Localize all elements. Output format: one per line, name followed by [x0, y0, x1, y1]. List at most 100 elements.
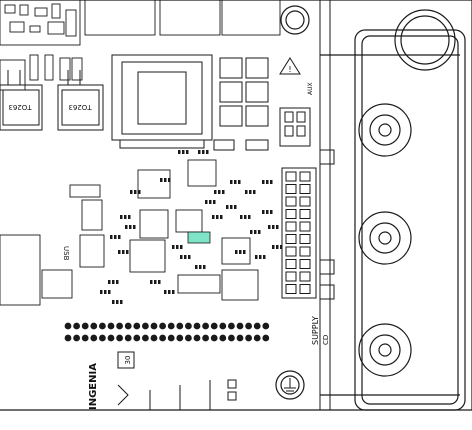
smd-pad [244, 215, 247, 219]
smd-pad [216, 215, 219, 219]
connector-pin [299, 271, 311, 282]
header-pin [99, 334, 106, 342]
connector-pin [299, 221, 311, 232]
header-pin [107, 322, 115, 330]
bottom-hole [275, 370, 305, 400]
capacitor-grid [213, 57, 269, 151]
smd-pad [234, 180, 237, 184]
supply-label: SUPPLY [311, 316, 320, 345]
smd-pad [272, 225, 275, 229]
smd-pad [253, 190, 256, 194]
header-pin [150, 334, 158, 342]
smd-pad [116, 280, 119, 284]
smd-pad [235, 250, 238, 254]
smd-pad [176, 245, 179, 249]
connector-pin [299, 184, 311, 194]
smd-pad [248, 215, 251, 219]
header-pin [159, 334, 167, 342]
smd-pad [276, 245, 279, 249]
header-pin [81, 322, 89, 330]
header-pin [236, 322, 244, 330]
smd-pad [186, 150, 189, 154]
main-connector [281, 167, 317, 299]
header-pin [124, 334, 132, 342]
connector-pin [299, 234, 311, 244]
header-pin [202, 334, 210, 342]
smd-pad [118, 250, 121, 254]
smd-pad [249, 190, 252, 194]
smd-pad [230, 205, 233, 209]
header-pin [210, 334, 218, 342]
ground-symbol-icon [284, 378, 296, 395]
pin-header-row [64, 322, 270, 342]
smd-pad [168, 178, 171, 182]
connector-pin [285, 209, 297, 219]
header-pin [253, 334, 261, 342]
screw-hole-2 [358, 211, 412, 265]
smd-pad [180, 255, 183, 259]
smd-pad [276, 225, 279, 229]
header-pin [262, 322, 270, 330]
header-pin [150, 322, 158, 330]
connector-pin [285, 221, 297, 232]
smd-pad [272, 245, 275, 249]
smd-pad [202, 150, 205, 154]
smd-pad [108, 290, 111, 294]
smd-pad [226, 205, 229, 209]
header-pin [193, 334, 201, 342]
cd-label: CD [322, 335, 330, 345]
smd-pad [262, 210, 265, 214]
smd-dots [100, 150, 283, 304]
smd-pad [218, 190, 221, 194]
smd-pad [270, 210, 273, 214]
header-pin [253, 322, 261, 330]
smd-pad [263, 255, 266, 259]
smd-pad [118, 235, 121, 239]
smd-pad [116, 300, 119, 304]
connector-pin [285, 184, 297, 194]
smd-pad [254, 230, 257, 234]
smd-pad [182, 150, 185, 154]
to263-packages [0, 70, 104, 131]
smd-pad [184, 255, 187, 259]
smd-pad [164, 290, 167, 294]
smd-pad [112, 300, 115, 304]
header-pin [202, 322, 210, 330]
smd-pad [222, 190, 225, 194]
smd-pad [238, 180, 241, 184]
header-pin [99, 322, 106, 330]
smd-pad [160, 178, 163, 182]
header-pin [124, 322, 132, 330]
screw-hole-3 [358, 323, 412, 377]
smd-pad [212, 215, 215, 219]
header-pin [73, 322, 80, 330]
smd-pad [259, 255, 262, 259]
mounting-holes [275, 5, 456, 400]
header-pin [141, 334, 149, 342]
smd-pad [129, 225, 132, 229]
header-pin [90, 334, 98, 342]
smd-pad [188, 255, 191, 259]
smd-pad [205, 200, 208, 204]
header-pin [64, 334, 72, 342]
smd-pad [133, 225, 136, 229]
header-pin [245, 322, 253, 330]
smd-pad [158, 280, 161, 284]
aux-connector [279, 107, 311, 147]
screw-hole-1 [358, 103, 412, 157]
smd-pad [234, 205, 237, 209]
smd-pad [172, 245, 175, 249]
smd-pad [239, 250, 242, 254]
svg-text:!: ! [288, 65, 291, 74]
smd-pad [120, 300, 123, 304]
header-pin [193, 322, 201, 330]
smd-pad [214, 190, 217, 194]
header-pin [133, 322, 141, 330]
header-pin [219, 322, 227, 330]
smd-pad [164, 178, 167, 182]
header-pin [219, 334, 227, 342]
smd-pad [114, 235, 117, 239]
smd-pad [240, 215, 243, 219]
power-inductor [111, 54, 213, 149]
